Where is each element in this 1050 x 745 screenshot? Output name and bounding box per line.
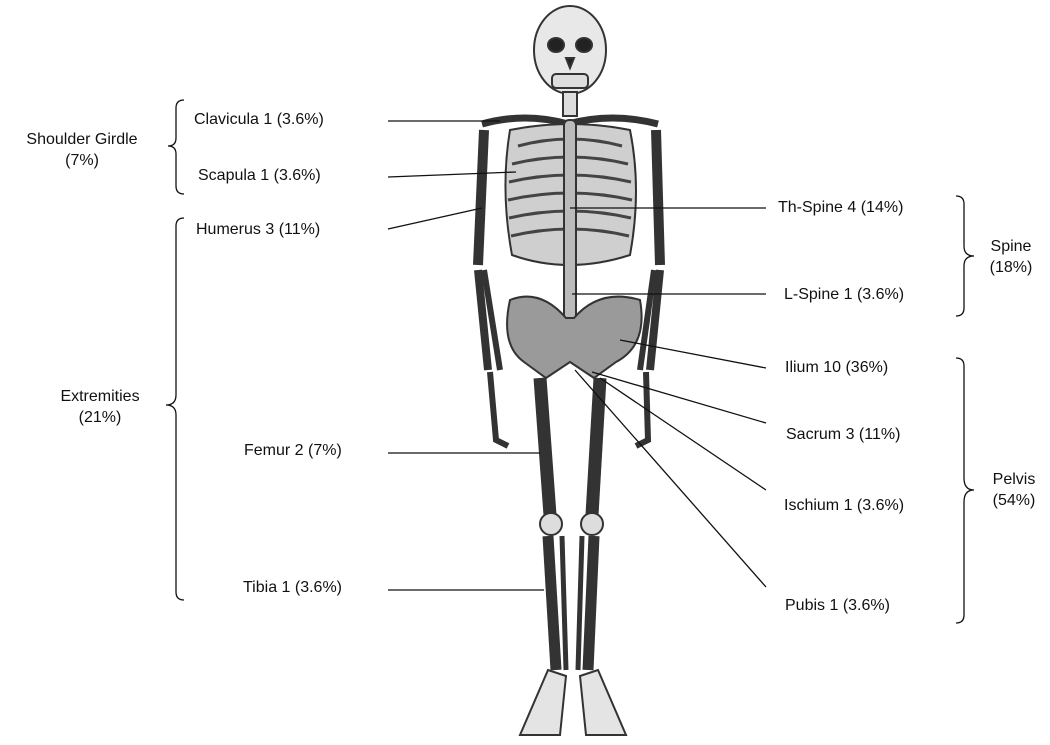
label-scapula: Scapula 1 (3.6%) — [198, 166, 321, 186]
label-ischium: Ischium 1 (3.6%) — [784, 496, 904, 516]
leader-sacrum — [592, 372, 766, 423]
leader-pubis — [575, 370, 766, 587]
skeleton-figure — [478, 6, 660, 735]
brace-extremities — [166, 218, 184, 600]
group-extremities-name: Extremities — [44, 386, 156, 407]
label-humerus: Humerus 3 (11%) — [196, 220, 320, 240]
group-spine: Spine (18%) — [980, 236, 1042, 278]
group-pelvis: Pelvis (54%) — [984, 469, 1044, 511]
label-ilium: Ilium 10 (36%) — [785, 358, 888, 378]
brace-pelvis — [956, 358, 974, 623]
group-spine-pct: (18%) — [980, 257, 1042, 278]
group-spine-name: Spine — [980, 236, 1042, 257]
brace-spine — [956, 196, 974, 316]
leader-scapula — [388, 172, 516, 177]
leader-humerus — [388, 208, 482, 229]
group-extremities-pct: (21%) — [44, 407, 156, 428]
label-sacrum: Sacrum 3 (11%) — [786, 425, 900, 445]
group-pelvis-pct: (54%) — [984, 490, 1044, 511]
label-l-spine: L-Spine 1 (3.6%) — [784, 285, 904, 305]
label-tibia: Tibia 1 (3.6%) — [243, 578, 342, 598]
label-clavicula: Clavicula 1 (3.6%) — [194, 110, 324, 130]
spine — [564, 120, 576, 320]
group-extremities: Extremities (21%) — [44, 386, 156, 428]
group-shoulder-name: Shoulder Girdle — [6, 129, 158, 150]
group-shoulder-girdle: Shoulder Girdle (7%) — [6, 129, 158, 171]
label-pubis: Pubis 1 (3.6%) — [785, 596, 890, 616]
group-pelvis-name: Pelvis — [984, 469, 1044, 490]
tibia — [548, 536, 556, 670]
group-shoulder-pct: (7%) — [6, 150, 158, 171]
leader-ischium — [600, 378, 766, 490]
label-femur: Femur 2 (7%) — [244, 441, 342, 461]
label-th-spine: Th-Spine 4 (14%) — [778, 198, 903, 218]
brace-shoulder — [168, 100, 184, 194]
femur — [540, 378, 550, 515]
humerus — [478, 130, 484, 265]
